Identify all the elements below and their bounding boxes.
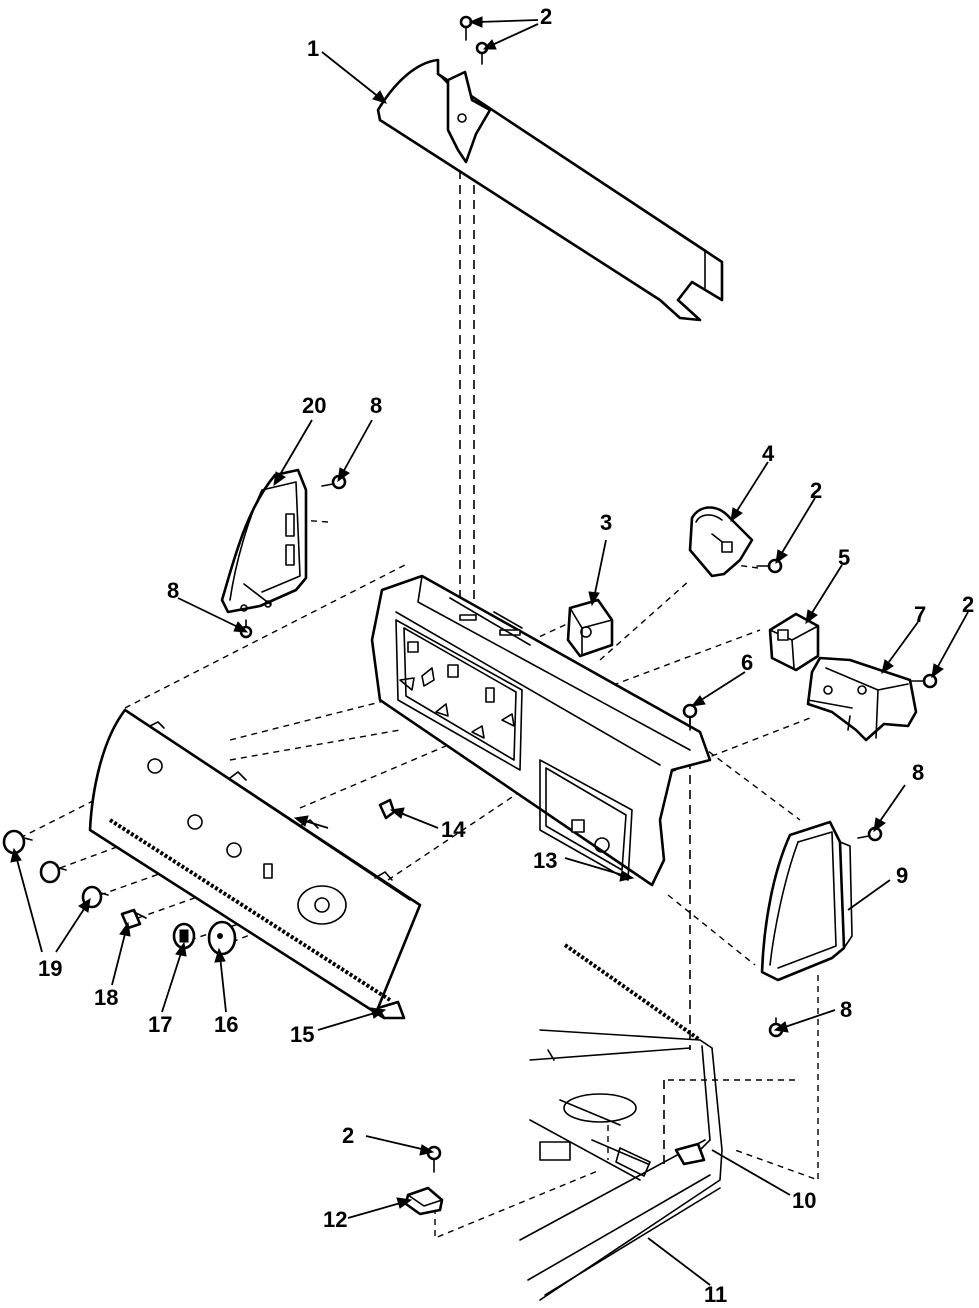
callout-7: 7 (914, 602, 926, 627)
callout-6: 6 (741, 650, 753, 675)
part-switch-5 (768, 612, 820, 672)
screw-6 (682, 703, 698, 731)
callout-20: 20 (302, 393, 326, 418)
callout-1: 1 (307, 36, 319, 61)
callout-2-top: 2 (540, 4, 552, 29)
part-clip-12 (404, 1186, 444, 1216)
screw-top-b (475, 41, 489, 65)
leader-lines (10, 16, 969, 1286)
part-knob-19-b (39, 860, 67, 884)
callout-10: 10 (792, 1188, 816, 1213)
callout-18: 18 (94, 985, 118, 1010)
callout-8-end-cap-upper: 8 (370, 393, 382, 418)
callout-16: 16 (214, 1012, 238, 1037)
part-dial-16 (207, 920, 237, 956)
callout-14: 14 (441, 817, 466, 842)
callout-8-end-cap-lower: 8 (167, 578, 179, 603)
screw-timer-7 (911, 673, 938, 689)
part-cabinet-top-11 (519, 1029, 723, 1301)
screw-top-a (459, 15, 473, 41)
callout-9: 9 (896, 863, 908, 888)
part-rocker-switch-18 (120, 908, 147, 930)
callout-5: 5 (838, 545, 850, 570)
part-control-panel-front (88, 708, 422, 1020)
callout-19: 19 (38, 956, 62, 981)
callout-2-clip: 2 (342, 1123, 354, 1148)
callout-8-right-cap-lower: 8 (840, 997, 852, 1022)
screw-switch-4 (756, 558, 783, 574)
part-hinge-bracket-10 (563, 943, 711, 1166)
part-timer-7 (806, 656, 918, 742)
part-left-end-cap (220, 468, 308, 614)
callout-2-switch: 2 (810, 478, 822, 503)
callout-11: 11 (704, 1282, 727, 1307)
screw-right-cap-upper (857, 826, 883, 842)
part-control-panel-backing (370, 574, 712, 887)
callout-13: 13 (533, 848, 557, 873)
callout-2-timer: 2 (962, 592, 974, 617)
callout-8-right-cap-upper: 8 (912, 760, 924, 785)
part-timer-switch-4 (688, 506, 754, 578)
callout-3: 3 (600, 510, 612, 535)
part-knob-19-a (2, 829, 33, 855)
callout-4: 4 (762, 441, 775, 466)
part-console-top-trim (376, 58, 724, 322)
callout-labels: 2 1 20 8 8 4 2 3 5 7 2 6 8 9 14 13 19 18… (38, 4, 974, 1307)
callout-12: 12 (323, 1207, 347, 1232)
part-switch-3 (566, 598, 614, 658)
callout-15: 15 (290, 1022, 314, 1047)
part-right-end-cap (760, 820, 853, 982)
callout-17: 17 (148, 1012, 172, 1037)
